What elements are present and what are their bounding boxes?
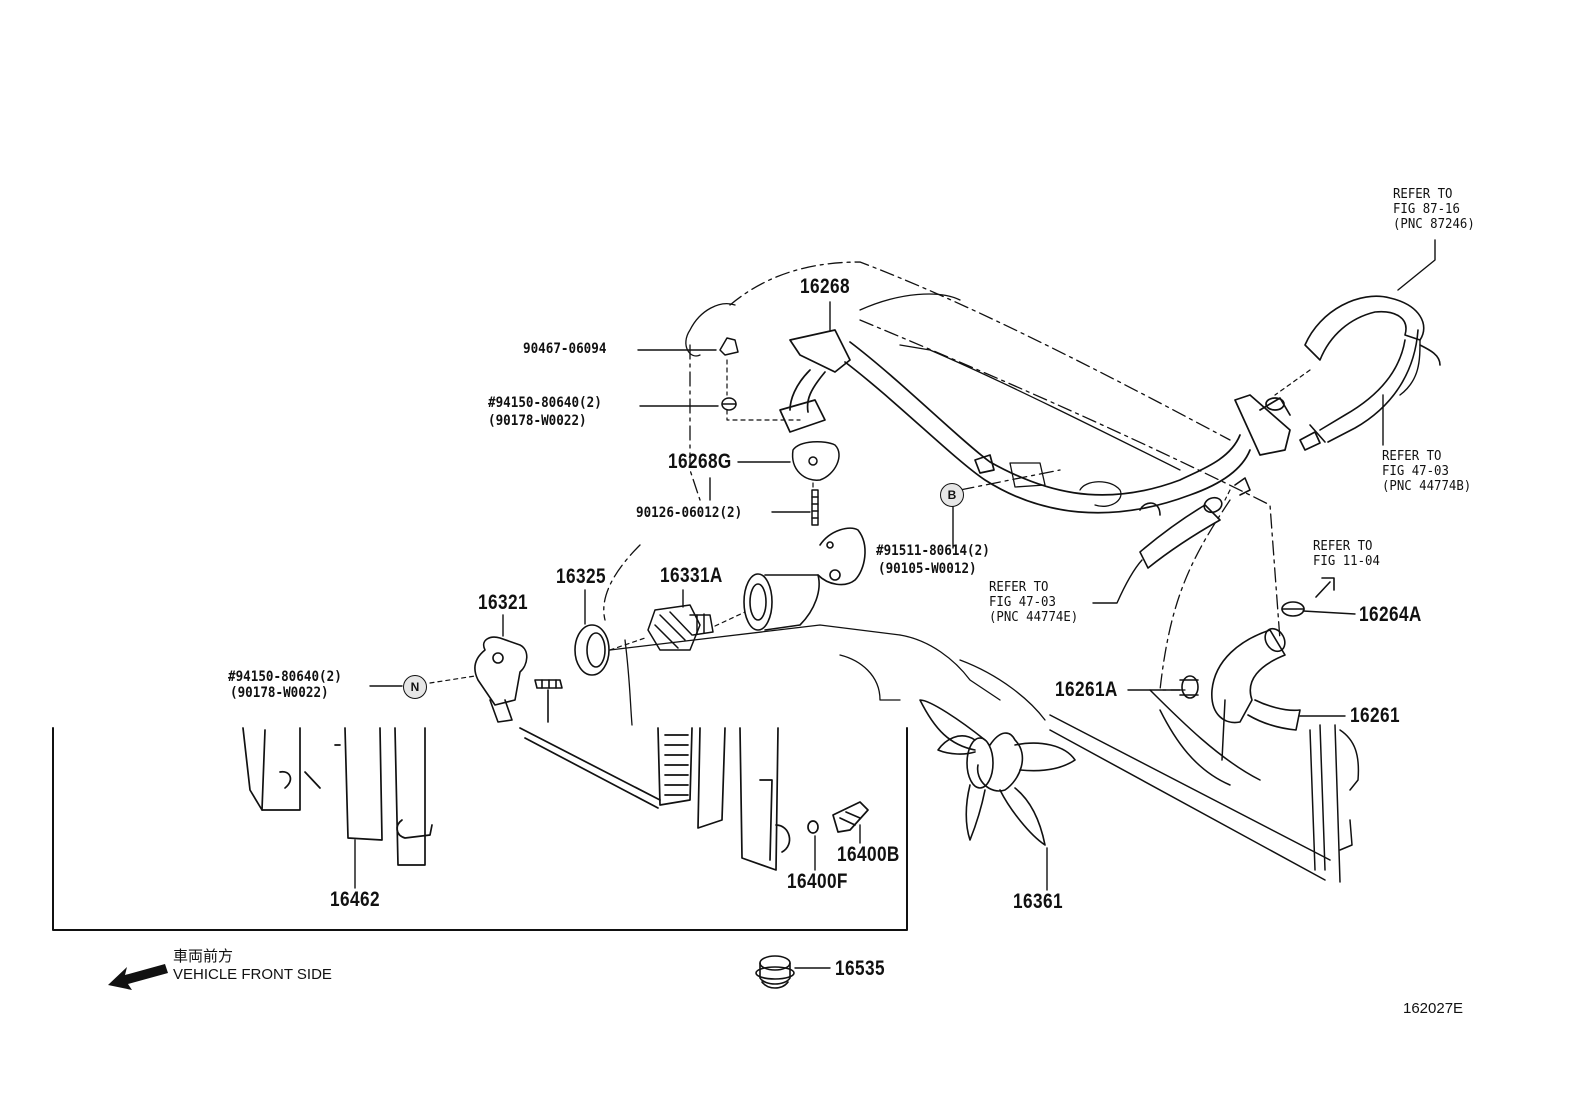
- refer-line: REFER TO: [989, 580, 1049, 595]
- label-16268: 16268: [800, 275, 850, 298]
- refer-fig-line: FIG 47-03: [989, 595, 1056, 610]
- label-16535: 16535: [835, 957, 885, 980]
- cooling-fan-16361: [919, 699, 1076, 846]
- label-90178-w0022-left: (90178-W0022): [230, 685, 329, 701]
- refer-pnc-line: (PNC 44774E): [989, 610, 1079, 625]
- refer-pnc-line: (PNC 44774B): [1382, 479, 1472, 494]
- hose-arrow: [1315, 577, 1335, 598]
- label-16361: 16361: [1013, 890, 1063, 913]
- refer-fig-11-04: REFER TO FIG 11-04: [1313, 539, 1380, 569]
- refer-fig-87-16: REFER TO FIG 87-16 (PNC 87246): [1393, 187, 1475, 232]
- label-91511-80614: #91511-80614(2): [876, 543, 990, 559]
- bypass-pipe-16268: [779, 329, 1321, 514]
- engine-outline: [603, 261, 1281, 691]
- label-16400f: 16400F: [787, 870, 848, 893]
- radiator-frame-box: [52, 727, 908, 931]
- label-94150-80640-left: #94150-80640(2): [228, 669, 342, 685]
- label-16321: 16321: [478, 591, 528, 614]
- refer-fig-line: FIG 11-04: [1313, 554, 1380, 569]
- vehicle-front-legend: 車両前方 VEHICLE FRONT SIDE: [173, 948, 332, 984]
- label-16264a: 16264A: [1359, 603, 1422, 626]
- refer-fig-47-03-b: REFER TO FIG 47-03 (PNC 44774B): [1382, 449, 1471, 494]
- refer-line: REFER TO: [1393, 187, 1453, 202]
- label-16400b: 16400B: [837, 843, 900, 866]
- fastener-dashed-links: [726, 359, 814, 491]
- leader-lines: [354, 239, 1436, 969]
- gasket-16325: [574, 624, 610, 676]
- front-arrow-icon: [108, 964, 168, 990]
- label-90126-06012: 90126-06012(2): [636, 505, 743, 521]
- refer-pnc-line: (PNC 87246): [1393, 217, 1475, 232]
- label-90467-06094: 90467-06094: [523, 341, 607, 357]
- cap-16535: [755, 955, 795, 989]
- radiator-core: [1049, 689, 1360, 883]
- refer-line: REFER TO: [1313, 539, 1373, 554]
- label-94150-80640-top: #94150-80640(2): [488, 395, 602, 411]
- figure-code: 162027E: [1403, 1000, 1464, 1017]
- label-16325: 16325: [556, 565, 606, 588]
- radiator-frame-parts: [242, 727, 869, 871]
- label-16261a: 16261A: [1055, 678, 1118, 701]
- label-90105-w0012: (90105-W0012): [878, 561, 977, 577]
- label-16462: 16462: [330, 888, 380, 911]
- badge-n: N: [403, 675, 427, 699]
- legend-english: VEHICLE FRONT SIDE: [173, 966, 332, 983]
- refer-fig-line: FIG 87-16: [1393, 202, 1460, 217]
- label-16261: 16261: [1350, 704, 1400, 727]
- legend-japanese: 車両前方: [173, 948, 234, 965]
- refer-line: REFER TO: [1382, 449, 1442, 464]
- label-16331a: 16331A: [660, 564, 723, 587]
- engine-detail-lines: [609, 293, 1181, 726]
- label-16268g: 16268G: [668, 450, 732, 473]
- label-90178-w0022-top: (90178-W0022): [488, 413, 587, 429]
- water-outlet-16321: [474, 636, 563, 723]
- refer-fig-47-03-e: REFER TO FIG 47-03 (PNC 44774E): [989, 580, 1078, 625]
- outlet-dashed-links: [429, 611, 746, 684]
- thermostat-16331a: [647, 604, 714, 651]
- upper-hose-16261: [1179, 601, 1305, 731]
- water-inlet-housing: [743, 527, 866, 631]
- badge-b: B: [940, 483, 964, 507]
- fasteners-top: [719, 337, 840, 526]
- heater-dashed-links: [1224, 369, 1311, 501]
- refer-fig-line: FIG 47-03: [1382, 464, 1449, 479]
